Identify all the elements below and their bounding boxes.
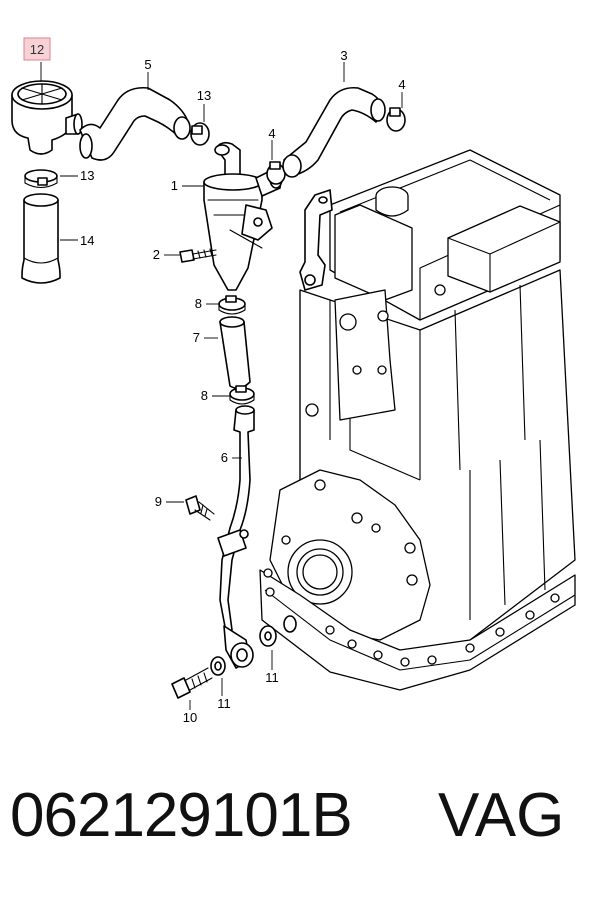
part-3-hose [282,86,386,178]
engine-bracket [299,189,333,291]
callout-7: 7 [193,330,200,345]
part-4-clamp-right [386,107,406,132]
engine-block [259,149,576,691]
callout-3: 3 [340,48,347,63]
callout-1: 1 [171,178,178,193]
callout-13-upper: 13 [197,88,211,103]
callout-5: 5 [144,57,151,72]
callout-2: 2 [153,247,160,262]
part-10-bolt [171,667,213,699]
part-12-pressure-regulating-valve [11,80,83,155]
callout-12-highlight-box [23,37,51,61]
callout-8-lower: 8 [201,388,208,403]
part-14-sleeve [21,193,61,284]
leader-lines [40,62,403,710]
part-8-clamp-lower [229,385,255,405]
callout-6: 6 [221,450,228,465]
part-13-clamp-left [24,169,58,189]
callout-9: 9 [155,494,162,509]
part-4-clamp-left [266,161,286,185]
part-number: 062129101B [10,781,353,850]
part-11-washer-left [210,656,226,676]
callout-4-left: 4 [268,126,275,141]
callout-13-left: 13 [80,168,94,183]
exploded-parts-diagram: 12 5 3 13 4 4 13 14 1 2 8 7 8 6 9 11 11 … [11,37,576,725]
callout-labels: 12 5 3 13 4 4 13 14 1 2 8 7 8 6 9 11 11 … [23,37,406,725]
part-7-short-hose [219,316,251,390]
engine-stud [283,615,297,633]
part-5-hose [79,86,191,161]
callout-11-left: 11 [217,696,231,711]
part-1-oil-separator [203,141,283,291]
part-11-washer-right [259,625,277,647]
part-2-bolt [179,248,217,263]
callout-12: 12 [30,42,44,57]
callout-10: 10 [183,710,197,725]
brand-name: VAG [438,781,565,850]
callout-8-upper: 8 [195,296,202,311]
part-9-bolt [185,495,215,521]
callout-14: 14 [80,233,94,248]
part-6-oil-return-pipe [217,405,255,669]
callout-11-right: 11 [265,670,279,685]
part-8-clamp-upper [218,295,246,315]
part-13-clamp-right [190,122,210,146]
callout-4-right: 4 [398,77,405,92]
